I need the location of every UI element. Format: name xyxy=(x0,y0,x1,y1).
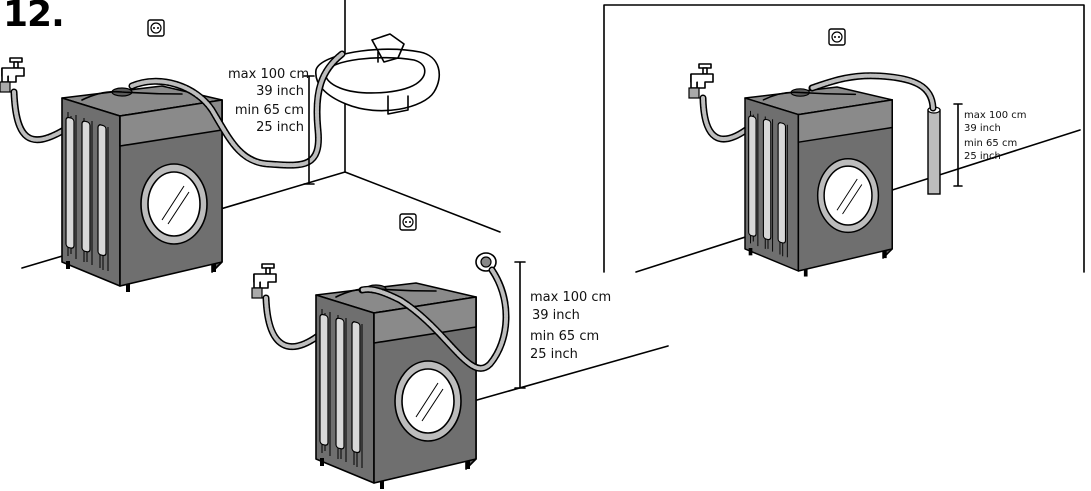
min-height-inch-label: 25 inch xyxy=(964,151,1001,162)
power-socket-icon xyxy=(828,28,846,46)
water-tap-icon xyxy=(0,57,25,93)
min-height-inch-label: 25 inch xyxy=(256,120,304,135)
min-height-label: min 65 cm xyxy=(530,329,600,344)
water-tap-icon xyxy=(251,263,277,299)
max-height-label: max 100 cm xyxy=(530,290,612,305)
scene-standpipe xyxy=(603,4,1085,278)
step-number: 12. xyxy=(3,0,65,35)
scene-sink xyxy=(0,0,501,293)
scene-wall-outlet xyxy=(251,213,669,490)
max-height-inch-label: 39 inch xyxy=(256,84,304,99)
drain-outlet-icon xyxy=(475,252,497,272)
power-socket-icon xyxy=(147,19,165,37)
max-height-label: max 100 cm xyxy=(228,67,310,82)
max-height-label: max 100 cm xyxy=(964,110,1027,121)
washing-machine-icon xyxy=(315,282,477,490)
min-height-label: min 65 cm xyxy=(964,138,1018,149)
min-height-inch-label: 25 inch xyxy=(530,347,578,362)
standpipe-icon xyxy=(927,106,941,195)
floor-line xyxy=(469,345,669,403)
sink-icon xyxy=(315,33,441,115)
water-tap-icon xyxy=(688,63,714,99)
min-height-label: min 65 cm xyxy=(234,103,304,118)
max-height-inch-label: 39 inch xyxy=(964,123,1001,134)
max-height-inch-label: 39 inch xyxy=(532,308,580,323)
washing-machine-icon xyxy=(744,86,893,278)
washing-machine-icon xyxy=(61,85,223,293)
power-socket-icon xyxy=(399,213,417,231)
panel-border xyxy=(603,4,1085,273)
